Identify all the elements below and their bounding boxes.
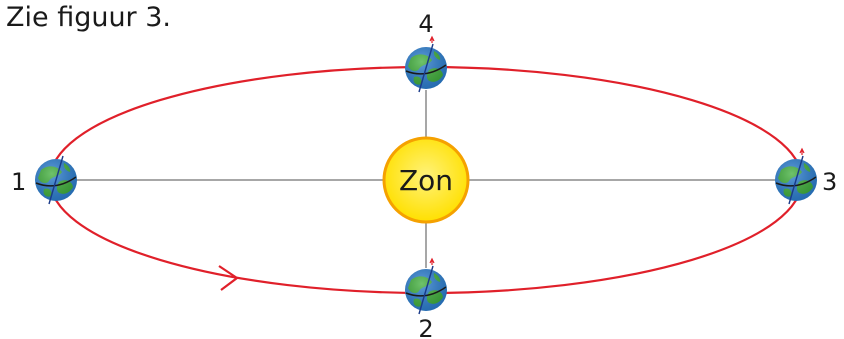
orbit-direction-arrow — [218, 265, 239, 291]
sun-label: Zon — [399, 164, 453, 197]
earth-globe-icon — [404, 265, 448, 315]
position-label-2: 2 — [418, 315, 433, 339]
caption: Zie figuur 3. — [6, 2, 172, 33]
earth-position-4 — [404, 35, 448, 93]
earth-position-2 — [404, 257, 448, 315]
position-label-3: 3 — [822, 168, 837, 196]
sun: Zon — [382, 136, 470, 224]
earth-position-3 — [774, 147, 818, 205]
earth-position-1 — [34, 155, 78, 205]
rotation-arrow-icon — [799, 147, 805, 155]
rotation-arrow-icon — [429, 35, 435, 43]
earth-globe-icon — [774, 155, 818, 205]
earth-globe-icon — [34, 155, 78, 205]
rotation-arrow-icon — [429, 257, 435, 265]
earth-globe-icon — [404, 43, 448, 93]
position-label-4: 4 — [418, 10, 433, 38]
sun-disc — [382, 136, 470, 224]
position-label-1: 1 — [11, 168, 26, 196]
